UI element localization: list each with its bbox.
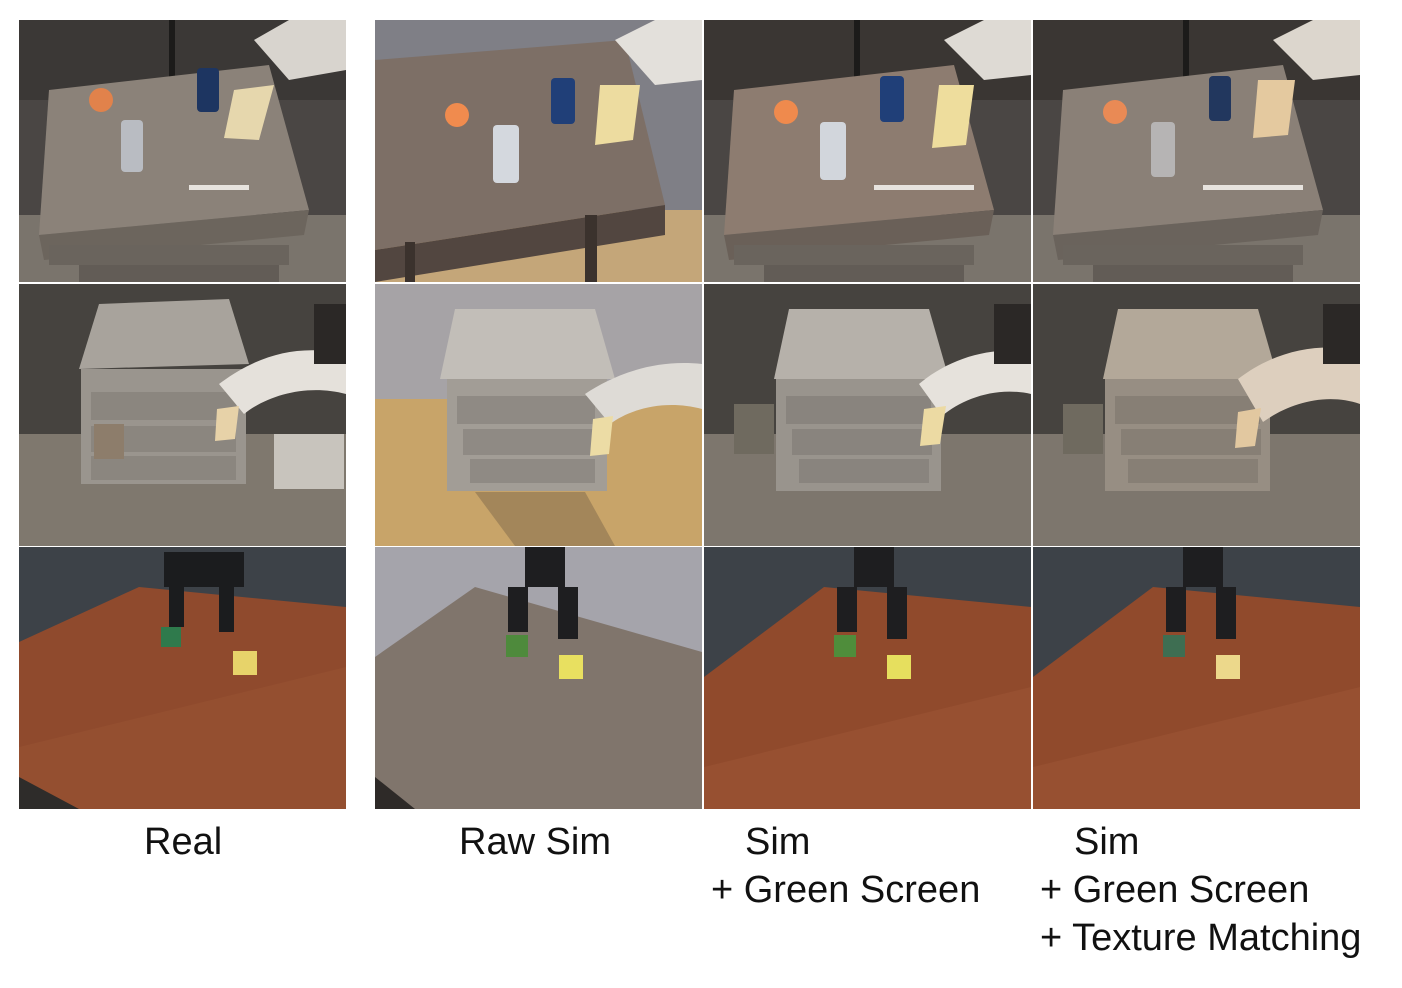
yellow-cube [887,655,911,679]
robot-gripper [920,406,946,446]
image-sim-green-screen-cans [704,20,1031,282]
image-real-cubes [19,547,346,809]
caption-line: Sim [745,821,811,863]
green-cube [161,627,181,647]
scene-sim-texture-matching-cubes [1033,547,1360,809]
robot-arm [219,350,346,414]
image-sim-texture-matching-drawer [1033,284,1360,546]
image-sim-green-screen-drawer [704,284,1031,546]
scene-raw-sim-cans [375,20,702,282]
image-sim-green-screen-cubes [704,547,1031,809]
green-cube [834,635,856,657]
orange [1103,100,1127,124]
scene-real-drawer [19,284,346,546]
image-raw-sim-drawer [375,284,702,546]
scene-raw-sim-cubes [375,547,702,809]
orange [774,100,798,124]
scene-sim-texture-matching-cans [1033,20,1360,282]
robot-gripper [590,416,613,456]
scene-sim-green-screen-drawer [704,284,1031,546]
scene-real-cubes [19,547,346,809]
robot-gripper [1183,547,1223,587]
can [1151,122,1175,177]
caption-line: + Green Screen [711,869,981,911]
yellow-cube [559,655,583,679]
caption-real: Real [144,818,222,866]
image-raw-sim-cubes [375,547,702,809]
robot-arm [919,350,1031,416]
pepsi-can [880,76,904,122]
robot-gripper [932,85,974,148]
robot-arm [585,363,702,424]
scene-raw-sim-drawer [375,284,702,546]
caption-sim-green-screen: Sim + Green Screen [711,818,980,914]
caption-line: Raw Sim [459,821,612,863]
caption-raw-sim: Raw Sim [459,818,611,866]
robot-gripper [164,552,244,587]
pepsi-can [551,78,575,124]
can [493,125,519,183]
can [121,120,143,172]
robot-gripper [1235,408,1261,448]
robot-gripper [854,547,894,587]
scene-sim-green-screen-cans [704,20,1031,282]
green-cube [1163,635,1185,657]
image-sim-texture-matching-cubes [1033,547,1360,809]
image-real-cans [19,20,346,282]
caption-sim-texture-matching: Sim + Green Screen + Texture Matching [1040,818,1361,962]
can [820,122,846,180]
robot-gripper [525,547,565,587]
caption-line: + Green Screen [1040,869,1310,911]
scene-sim-texture-matching-drawer [1033,284,1360,546]
pepsi-can [197,68,219,112]
yellow-cube [233,651,257,675]
image-real-drawer [19,284,346,546]
caption-line: Sim [1074,821,1140,863]
robot-gripper [215,406,239,441]
robot-arm [1238,347,1360,422]
robot-gripper [1253,80,1295,138]
robot-gripper [224,85,274,140]
green-cube [506,635,528,657]
image-raw-sim-cans [375,20,702,282]
orange [445,103,469,127]
orange [89,88,113,112]
image-sim-texture-matching-cans [1033,20,1360,282]
pepsi-can [1209,76,1231,121]
scene-real-cans [19,20,346,282]
caption-line: Real [144,821,223,863]
robot-gripper [595,85,640,145]
scene-sim-green-screen-cubes [704,547,1031,809]
yellow-cube [1216,655,1240,679]
caption-line: + Texture Matching [1040,917,1362,959]
